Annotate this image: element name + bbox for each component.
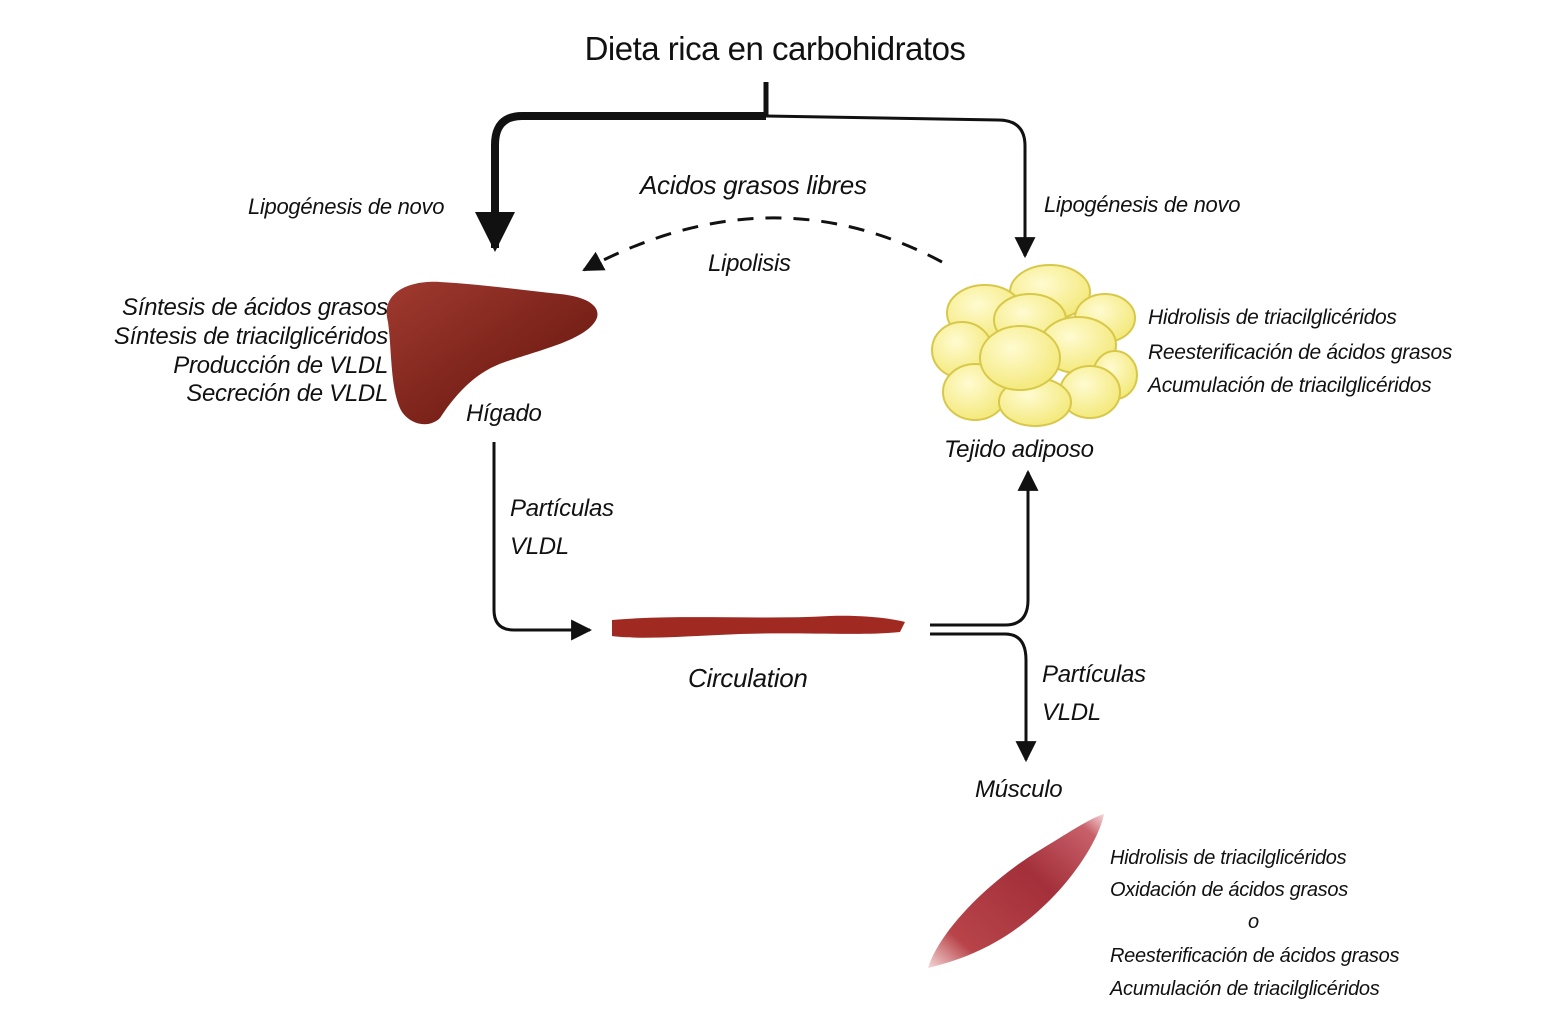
adipose-label: Tejido adiposo [944, 436, 1094, 463]
liver-functions-list: Síntesis de ácidos grasos Síntesis de tr… [20, 294, 388, 409]
muscle-functions-list: Hidrolisis de triacilglicéridos Oxidació… [1110, 842, 1399, 1004]
diet-to-liver-arrow [475, 112, 766, 252]
blood-vessel [612, 615, 905, 638]
diagram-title: Dieta rica en carbohidratos [584, 30, 966, 67]
adipose-function-item: Acumulación de triacilglicéridos [1148, 374, 1432, 397]
liver-organ [386, 281, 598, 425]
liver-function-item: Secreción de VLDL [186, 380, 388, 408]
liver-label: Hígado [466, 400, 542, 427]
vldl-particles-left-label: Partículas VLDL [510, 490, 614, 566]
vldl-left-line: VLDL [510, 533, 569, 560]
liver-to-circulation-arrow [492, 442, 593, 641]
liver-function-item: Síntesis de ácidos grasos [122, 294, 388, 321]
adipose-function-item: Hidrolisis de triacilglicéridos [1148, 306, 1397, 329]
muscle-function-item: Oxidación de ácidos grasos [1110, 879, 1348, 901]
muscle-function-item: Reesterificación de ácidos grasos [1110, 945, 1400, 967]
muscle-function-or: o [1248, 911, 1259, 933]
vldl-right-line: VLDL [1042, 699, 1101, 726]
circulation-to-adipose-arrow [930, 469, 1039, 627]
diet-to-adipose-arrow [765, 114, 1036, 259]
vldl-left-line: Partículas [510, 495, 614, 522]
free-fatty-acids-label: Acidos grasos libres [640, 170, 867, 200]
adipose-tissue [931, 264, 1138, 427]
adipose-functions-list: Hidrolisis de triacilglicéridos Reesteri… [1148, 300, 1452, 402]
circulation-to-muscle-arrow [930, 632, 1037, 763]
muscle-label: Músculo [975, 776, 1063, 803]
circulation-label: Circulation [688, 663, 808, 693]
muscle-function-item: Hidrolisis de triacilglicéridos [1110, 847, 1347, 869]
muscle-function-item: Acumulación de triacilglicéridos [1110, 978, 1380, 1000]
muscle-tissue [928, 814, 1104, 968]
lipogenesis-left-label: Lipogénesis de novo [248, 194, 445, 219]
liver-function-item: Producción de VLDL [173, 351, 388, 379]
vldl-particles-right-label: Partículas VLDL [1042, 656, 1146, 732]
lipolysis-label: Lipolisis [708, 250, 791, 277]
adipose-function-item: Reesterificación de ácidos grasos [1148, 341, 1453, 364]
liver-function-item: Síntesis de triacilglicéridos [113, 322, 388, 350]
lipogenesis-right-label: Lipogénesis de novo [1044, 192, 1241, 217]
lipolysis-dashed-arrow [582, 216, 943, 272]
vldl-right-line: Partículas [1042, 661, 1146, 688]
